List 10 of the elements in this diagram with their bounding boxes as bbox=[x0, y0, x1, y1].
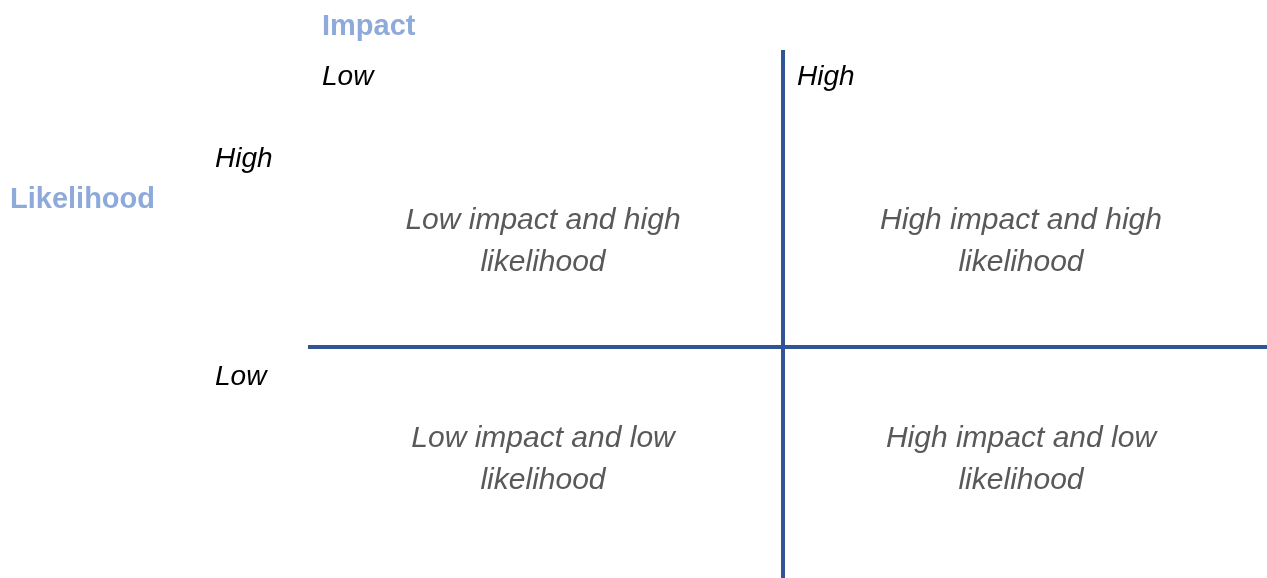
axis-tick-label: Low bbox=[322, 59, 374, 93]
axis-tick-label: High bbox=[797, 59, 855, 93]
quadrant-label: High impact and low likelihood bbox=[884, 419, 1159, 497]
quadrant-label: Low impact and low likelihood bbox=[410, 419, 677, 497]
quadrant-label: High impact and high likelihood bbox=[879, 201, 1163, 279]
axis-tick-label: Low bbox=[215, 359, 267, 393]
quadrant-label: Low impact and high likelihood bbox=[404, 201, 682, 279]
axis-title: Impact bbox=[322, 8, 416, 43]
axis-title: Likelihood bbox=[10, 181, 155, 216]
axis-tick-label: High bbox=[215, 141, 273, 175]
